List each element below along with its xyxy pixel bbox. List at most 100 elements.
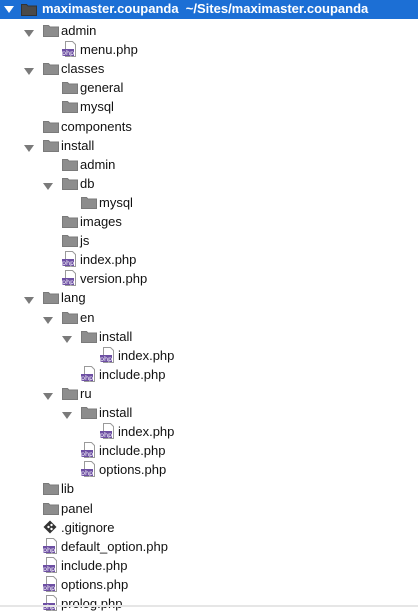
tree-item[interactable]: db bbox=[0, 174, 418, 193]
folder-icon bbox=[62, 234, 78, 250]
folder-icon bbox=[62, 215, 78, 231]
folder-icon bbox=[62, 100, 78, 116]
tree-item[interactable]: ru bbox=[0, 384, 418, 403]
svg-text:php: php bbox=[43, 546, 55, 554]
tree-item-label: index.php bbox=[118, 424, 175, 440]
folder-icon bbox=[43, 291, 59, 307]
tree-item[interactable]: install bbox=[0, 136, 418, 155]
svg-text:php: php bbox=[81, 374, 93, 382]
tree-item[interactable]: install bbox=[0, 327, 418, 346]
tree-item-label: db bbox=[80, 175, 95, 191]
expand-arrow-icon[interactable] bbox=[62, 408, 72, 423]
folder-icon bbox=[21, 3, 37, 19]
tree-item-label: images bbox=[80, 214, 122, 229]
tree-item-label: admin bbox=[61, 23, 97, 38]
svg-text:php: php bbox=[62, 49, 74, 57]
folder-icon bbox=[43, 120, 59, 136]
tree-item[interactable]: mysql bbox=[0, 97, 418, 116]
svg-text:php: php bbox=[81, 450, 93, 458]
folder-icon bbox=[43, 502, 59, 518]
tree-item[interactable]: php include.php bbox=[0, 365, 418, 384]
tree-item-label: lang bbox=[61, 290, 86, 306]
expand-arrow-icon[interactable] bbox=[43, 389, 53, 404]
php-file-icon: php bbox=[43, 556, 59, 576]
svg-text:php: php bbox=[43, 565, 55, 573]
tree-item[interactable]: admin bbox=[0, 21, 418, 40]
php-file-icon: php bbox=[62, 251, 78, 270]
tree-item[interactable]: images bbox=[0, 212, 418, 231]
tree-item[interactable]: php default_option.php bbox=[0, 537, 418, 556]
php-file-icon: php bbox=[62, 270, 78, 289]
tree-item[interactable]: php version.php bbox=[0, 269, 418, 288]
folder-icon bbox=[62, 81, 78, 97]
php-file-icon: php bbox=[62, 41, 78, 60]
tree-item-label: include.php bbox=[61, 557, 128, 573]
tree-item-label: install bbox=[99, 405, 133, 420]
folder-icon bbox=[43, 139, 59, 155]
tree-item-label: components bbox=[61, 118, 132, 134]
php-file-icon: php bbox=[81, 461, 97, 480]
tree-item-label: menu.php bbox=[80, 42, 138, 58]
expand-arrow-icon[interactable] bbox=[24, 26, 34, 41]
tree-item-label: js bbox=[80, 233, 90, 249]
tree-item[interactable]: components bbox=[0, 117, 418, 136]
tree-item[interactable]: php menu.php bbox=[0, 40, 418, 59]
folder-icon bbox=[62, 311, 78, 327]
tree-item-label: default_option.php bbox=[61, 538, 168, 554]
tree-item-label: lib bbox=[61, 481, 75, 497]
tree-item[interactable]: lib bbox=[0, 479, 418, 498]
expand-arrow-icon[interactable] bbox=[24, 141, 34, 156]
project-root-row[interactable]: maximaster.coupanda ~/Sites/maximaster.c… bbox=[0, 0, 418, 19]
expand-arrow-icon[interactable] bbox=[62, 332, 72, 347]
folder-icon bbox=[81, 406, 97, 422]
php-file-icon: php bbox=[100, 346, 116, 366]
expand-arrow-icon[interactable] bbox=[43, 179, 53, 194]
tree-item-label: admin bbox=[80, 156, 116, 172]
folder-icon bbox=[62, 177, 78, 193]
tree-item[interactable]: php include.php bbox=[0, 556, 418, 575]
tree-item-label: ru bbox=[80, 385, 92, 401]
tree-item[interactable]: lang bbox=[0, 288, 418, 307]
tree-item[interactable]: .gitignore bbox=[0, 518, 418, 537]
tree-item-label: install bbox=[99, 328, 133, 344]
tree-item[interactable]: panel bbox=[0, 499, 418, 518]
expand-arrow-icon[interactable] bbox=[24, 64, 34, 79]
tree-item-label: general bbox=[80, 80, 124, 96]
folder-icon bbox=[62, 387, 78, 403]
expand-arrow-icon[interactable] bbox=[43, 313, 53, 328]
tree-item-label: include.php bbox=[99, 366, 166, 382]
tree-item-label: version.php bbox=[80, 271, 148, 287]
tree-item[interactable]: admin bbox=[0, 155, 418, 174]
svg-text:php: php bbox=[43, 584, 55, 592]
tree-item-label: include.php bbox=[99, 443, 166, 459]
folder-icon bbox=[43, 62, 59, 78]
folder-icon bbox=[43, 482, 59, 498]
expand-arrow-icon[interactable] bbox=[24, 293, 34, 308]
tree-item[interactable]: mysql bbox=[0, 193, 418, 212]
tree-item-label: .gitignore bbox=[61, 519, 115, 535]
svg-text:php: php bbox=[62, 259, 74, 267]
tree-item-label: index.php bbox=[118, 347, 175, 363]
svg-text:php: php bbox=[100, 431, 112, 439]
tree-item[interactable]: classes bbox=[0, 59, 418, 78]
svg-text:php: php bbox=[62, 278, 74, 286]
tree-item[interactable]: php include.php bbox=[0, 441, 418, 460]
tree-item[interactable]: general bbox=[0, 78, 418, 97]
project-path: ~/Sites/maximaster.coupanda bbox=[185, 1, 369, 16]
tree-item[interactable]: install bbox=[0, 403, 418, 422]
tree-item-label: install bbox=[61, 137, 95, 153]
tree-item-label: classes bbox=[61, 61, 105, 77]
folder-icon bbox=[81, 196, 97, 212]
tree-item[interactable]: en bbox=[0, 308, 418, 327]
git-file-icon bbox=[43, 520, 57, 537]
tree-item[interactable]: js bbox=[0, 231, 418, 250]
php-file-icon: php bbox=[100, 423, 116, 442]
php-file-icon: php bbox=[43, 575, 59, 595]
expand-arrow-icon[interactable] bbox=[3, 3, 15, 18]
tree-item[interactable]: php index.php bbox=[0, 422, 418, 441]
